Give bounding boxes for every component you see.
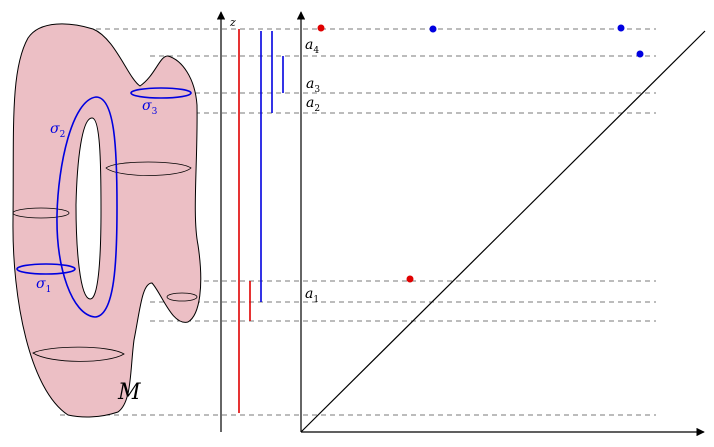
surface-m: M	[12, 23, 202, 418]
slice-circle-bottom	[32, 346, 125, 362]
point-red-a1	[406, 275, 414, 283]
cycles	[16, 87, 192, 318]
level-label-a1: a1	[305, 286, 319, 305]
cycle-sigma-3	[130, 87, 192, 99]
cycle-sigma-2	[56, 96, 118, 318]
cycle-label-2: σ2	[50, 121, 65, 140]
z-axis-label: z	[229, 16, 236, 29]
slice-circle-left	[12, 207, 70, 219]
surface-label: M	[117, 380, 141, 405]
level-lines	[60, 28, 656, 416]
persistence-points	[317, 24, 644, 283]
slice-circle-right	[105, 161, 192, 176]
cycle-sigma-1	[16, 263, 76, 275]
surface-body	[12, 23, 202, 418]
diagram-axes	[296, 11, 706, 437]
cycle-labels: σ1 σ2 σ3	[36, 98, 158, 295]
level-labels: a4 a3 a2 a1	[305, 37, 320, 305]
cycle-label-3: σ3	[142, 98, 158, 117]
point-blue-a4	[636, 50, 644, 58]
surface-hole	[75, 117, 102, 300]
level-label-a4: a4	[305, 37, 319, 56]
level-label-a2: a2	[306, 95, 320, 114]
level-label-a3: a3	[306, 76, 320, 95]
diagonal-line	[300, 30, 706, 433]
cycle-label-1: σ1	[36, 276, 51, 295]
point-blue-top-right	[617, 24, 625, 32]
barcode	[238, 29, 284, 413]
point-red-top	[317, 24, 325, 32]
slice-circle-small	[166, 292, 198, 302]
z-axis: z	[216, 11, 236, 432]
point-blue-top-left	[429, 25, 437, 33]
